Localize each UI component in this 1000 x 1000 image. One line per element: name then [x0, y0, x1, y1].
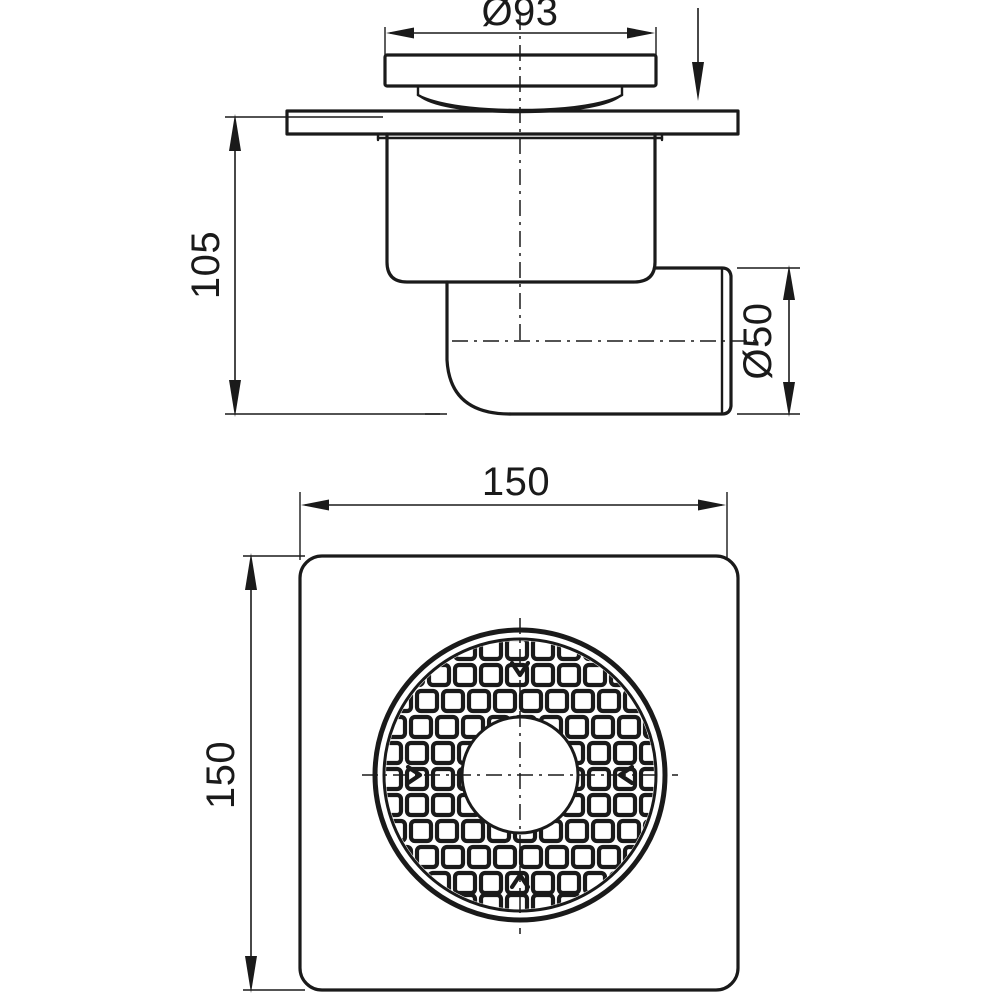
top-flange [285, 109, 740, 142]
cover-grate-plate [383, 53, 658, 88]
dimension-width150: 150 [299, 460, 728, 560]
square-flange-plate [298, 554, 740, 992]
grate-perforations [378, 636, 668, 918]
grate-center-opening [460, 715, 580, 835]
plan-top-view: 150 150 [199, 460, 740, 993]
drain-body [385, 132, 657, 284]
dimension-label-dia93: Ø93 [481, 0, 558, 34]
dimension-label-dia50: Ø50 [736, 302, 780, 379]
side-elevation-view: Ø93 105 Ø50 [184, 0, 800, 417]
outlet-elbow-pipe [425, 266, 762, 416]
dimension-dia93: Ø93 [384, 0, 657, 58]
dimension-label-height105: 105 [184, 231, 228, 299]
dimension-depth150: 150 [199, 553, 305, 993]
dimension-label-width150: 150 [482, 460, 550, 504]
grate-radial-ties [405, 660, 635, 890]
grate-outer-circle [372, 627, 668, 923]
dimension-dia50: Ø50 [736, 265, 800, 417]
dimension-label-depth150: 150 [199, 741, 243, 809]
flow-direction-arrow [692, 8, 704, 101]
dimension-height105: 105 [184, 114, 440, 417]
